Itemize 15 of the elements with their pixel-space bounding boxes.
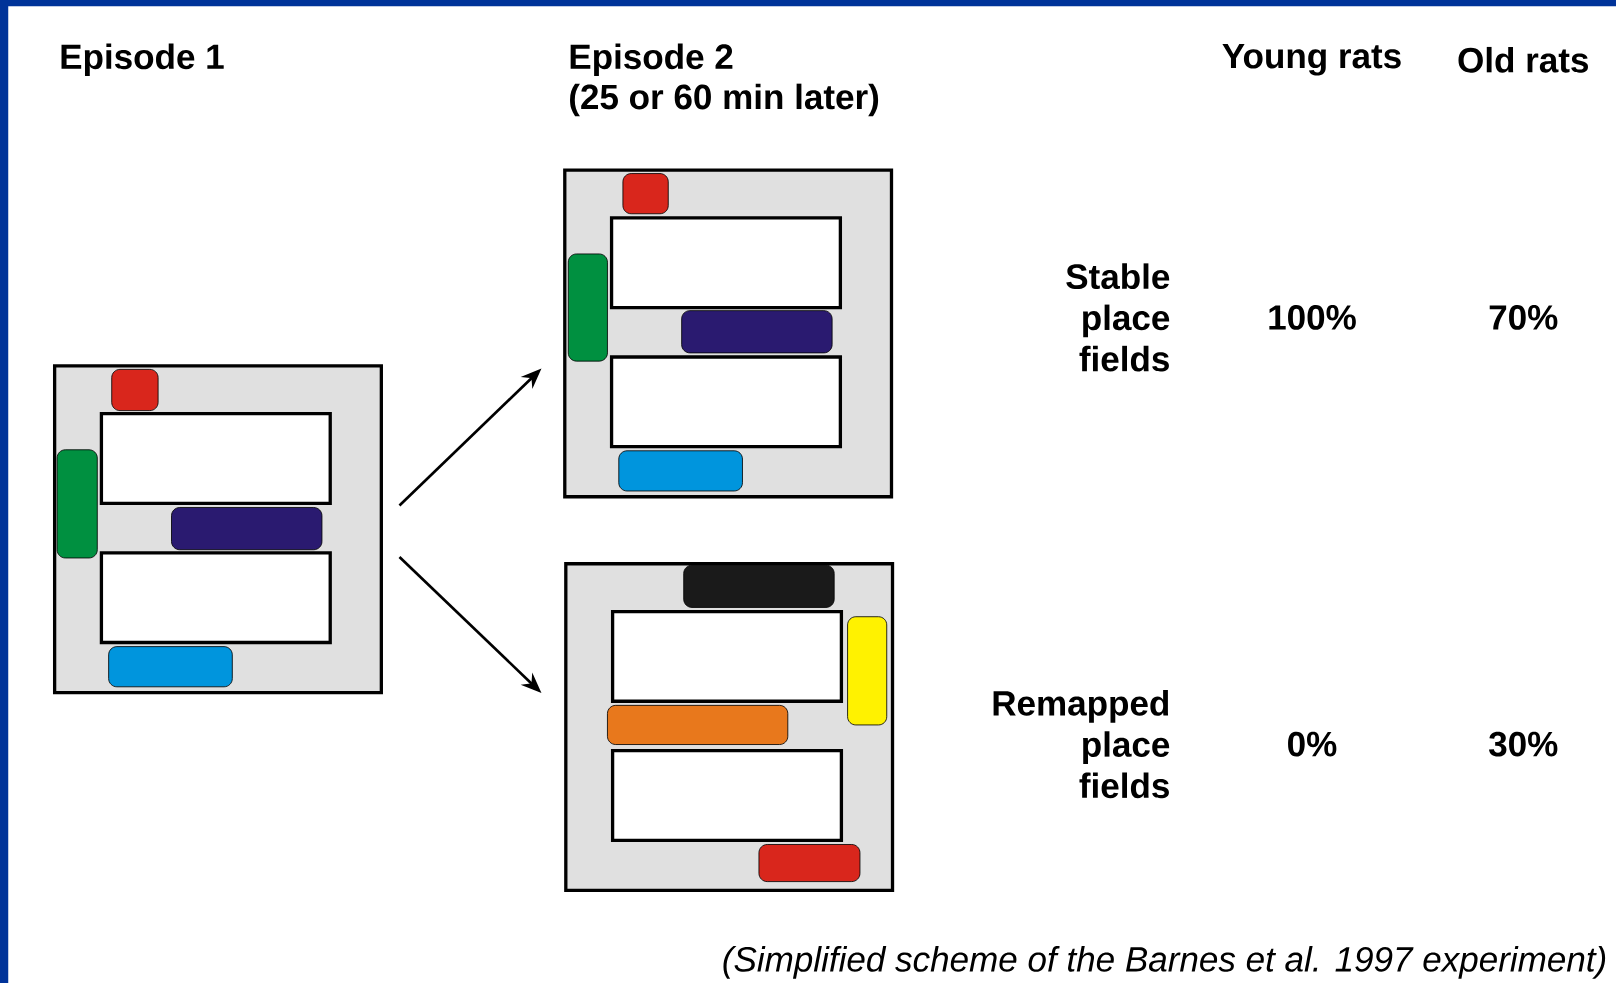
column-header: Old rats (1458, 46, 1588, 73)
caption: (Simplified scheme of the Barnes et al. 1997 experiment) (723, 945, 1606, 979)
row-label: Remapped place fields (993, 689, 1170, 799)
heading: Episode 1 (61, 43, 224, 76)
maze-drawing (53, 364, 383, 695)
percentage: 30% (1489, 731, 1558, 757)
percentage: 70% (1489, 304, 1558, 330)
maze-drawing (564, 562, 895, 892)
percentage: 0% (1288, 731, 1337, 757)
column-header: Young rats (1222, 43, 1401, 76)
maze-drawing (563, 168, 894, 499)
percentage: 100% (1269, 304, 1356, 330)
heading: Episode 2 (570, 43, 733, 76)
row-label: Stable place fields (1066, 263, 1170, 372)
heading: (25 or 60 min later) (570, 83, 879, 117)
